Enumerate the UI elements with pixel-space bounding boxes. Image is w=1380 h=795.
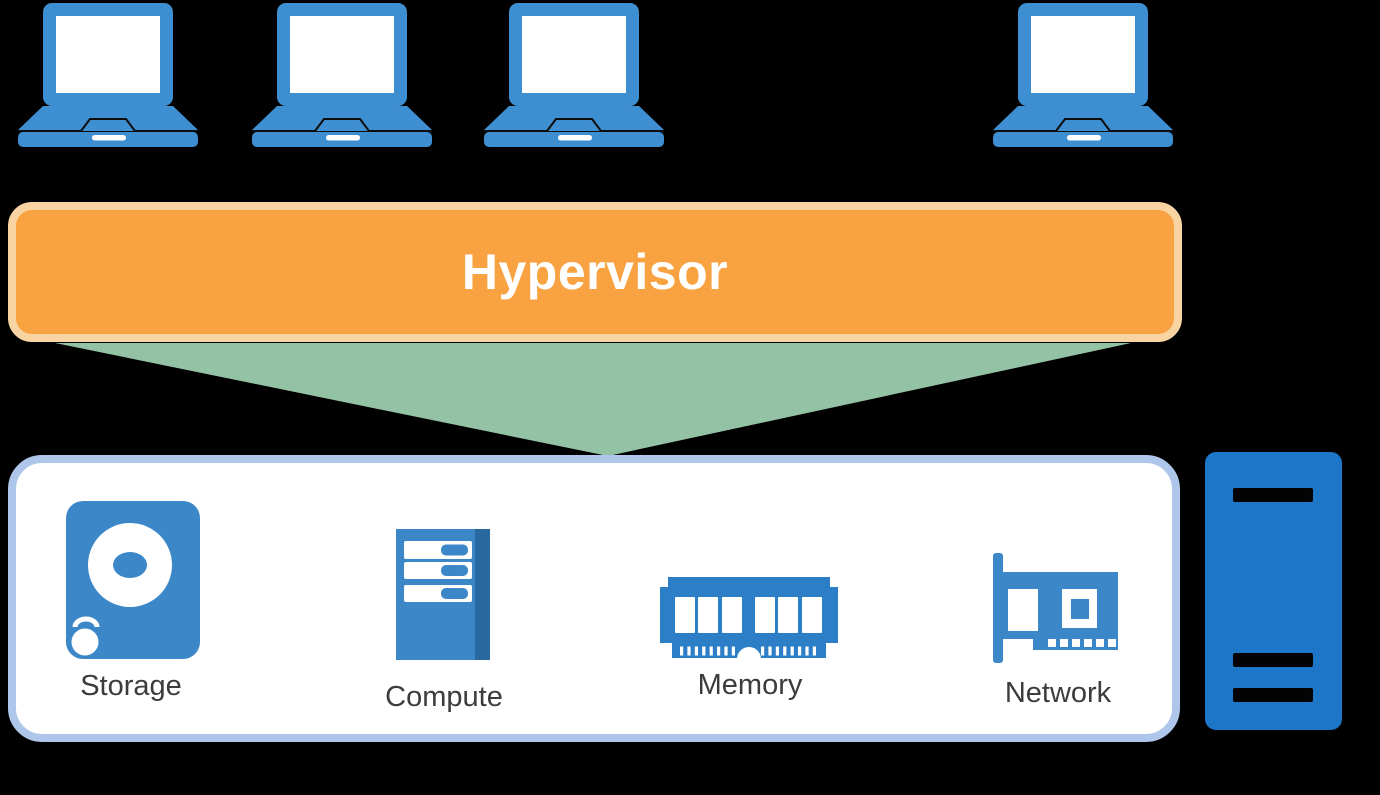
memory-label: Memory — [697, 669, 803, 701]
laptop-icon — [993, 3, 1173, 148]
compute-label: Compute — [385, 681, 503, 713]
network-card-icon — [993, 553, 1118, 663]
server-tower-icon — [1205, 452, 1342, 730]
storage-disk-icon — [66, 501, 200, 659]
memory-ram-icon — [660, 577, 838, 661]
funnel-arrow — [55, 343, 1131, 456]
laptop-icon — [484, 3, 664, 148]
network-label: Network — [1004, 677, 1112, 709]
hypervisor-label: Hypervisor — [461, 244, 729, 300]
compute-server-icon — [396, 529, 490, 660]
hardware-box — [8, 455, 1180, 742]
laptop-icon — [18, 3, 198, 148]
hypervisor-bar: Hypervisor — [8, 202, 1182, 342]
storage-label: Storage — [80, 670, 182, 702]
laptop-icon — [252, 3, 432, 148]
